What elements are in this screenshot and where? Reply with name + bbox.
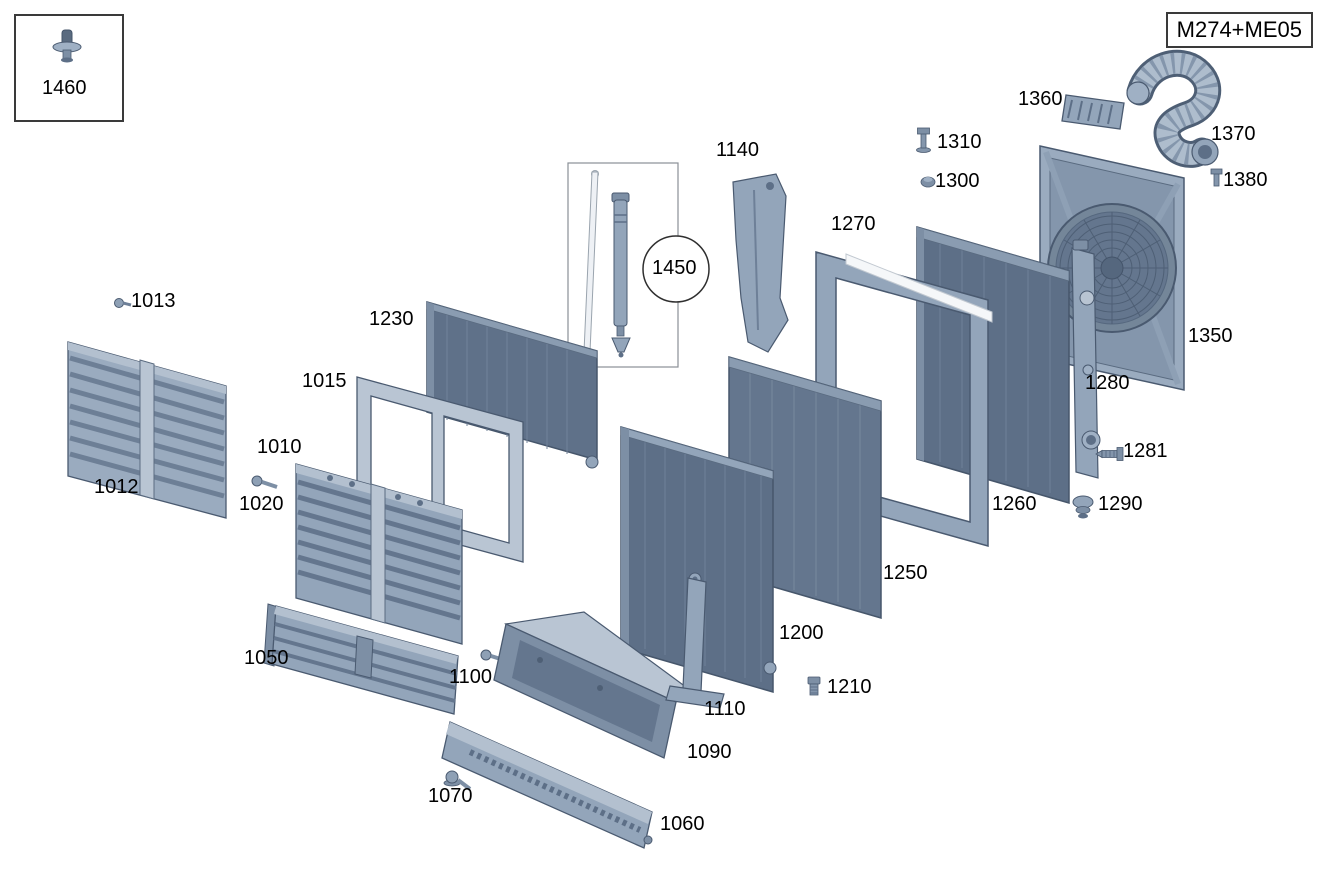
part-label-1350[interactable]: 1350 (1188, 325, 1233, 347)
part-1210-plug (807, 676, 821, 696)
part-1110-bracket (665, 572, 725, 709)
model-code-box: M274+ME05 (1165, 12, 1313, 48)
part-label-1070[interactable]: 1070 (428, 785, 473, 807)
part-1280-side-tank (1071, 239, 1101, 479)
part-label-1210[interactable]: 1210 (827, 676, 872, 698)
part-label-1010[interactable]: 1010 (257, 436, 302, 458)
part-label-1012[interactable]: 1012 (94, 476, 139, 498)
part-1370-intake-hose (1126, 49, 1222, 168)
part-1460-push-rivet-icon (52, 29, 82, 63)
part-label-1090[interactable]: 1090 (687, 741, 732, 763)
part-1290-cap (1072, 495, 1094, 519)
part-label-1060[interactable]: 1060 (660, 813, 705, 835)
part-label-1250[interactable]: 1250 (883, 562, 928, 584)
inset-part-box (14, 14, 124, 122)
part-label-1100[interactable]: 1100 (449, 666, 493, 688)
part-label-1140[interactable]: 1140 (716, 139, 760, 161)
part-label-1200[interactable]: 1200 (779, 622, 824, 644)
part-1281-screw (1095, 447, 1124, 461)
model-code: M274+ME05 (1176, 17, 1302, 42)
part-label-1230[interactable]: 1230 (369, 308, 414, 330)
part-label-1450[interactable]: 1450 (652, 257, 697, 279)
part-1020-screw (251, 475, 278, 489)
part-label-1360[interactable]: 1360 (1018, 88, 1063, 110)
seal-strip (845, 253, 993, 323)
part-1450-dipstick-assembly (567, 162, 710, 368)
part-1060-lower-trim (441, 721, 653, 849)
part-1090-air-duct (493, 611, 691, 759)
part-1380-screw (1210, 168, 1223, 187)
part-label-1020[interactable]: 1020 (239, 493, 284, 515)
part-label-1015[interactable]: 1015 (302, 370, 347, 392)
part-label-1110[interactable]: 1110 (704, 698, 746, 720)
part-1260-radiator (916, 226, 1070, 504)
part-1070-bolt (443, 770, 472, 791)
callout-circle (642, 235, 710, 303)
part-label-1281[interactable]: 1281 (1123, 440, 1168, 462)
part-label-1460[interactable]: 1460 (42, 77, 87, 99)
part-label-1050[interactable]: 1050 (244, 647, 289, 669)
part-1360-air-duct (1061, 94, 1125, 130)
part-1050-lower-shutter (263, 603, 459, 715)
part-1140-bracket (732, 173, 789, 353)
part-label-1370[interactable]: 1370 (1211, 123, 1256, 145)
part-1010-grille-shutter (295, 463, 463, 645)
part-1300-grommet (920, 176, 936, 188)
part-1013-screw (114, 298, 132, 308)
part-1012-grille-shutter (67, 341, 227, 519)
part-label-1280[interactable]: 1280 (1085, 372, 1130, 394)
part-label-1290[interactable]: 1290 (1098, 493, 1143, 515)
part-1200-condenser (620, 426, 777, 693)
part-label-1270[interactable]: 1270 (831, 213, 876, 235)
part-label-1310[interactable]: 1310 (937, 131, 982, 153)
part-label-1013[interactable]: 1013 (131, 290, 176, 312)
part-label-1300[interactable]: 1300 (935, 170, 980, 192)
part-1310-screw (916, 127, 931, 153)
part-label-1260[interactable]: 1260 (992, 493, 1037, 515)
part-label-1380[interactable]: 1380 (1223, 169, 1268, 191)
